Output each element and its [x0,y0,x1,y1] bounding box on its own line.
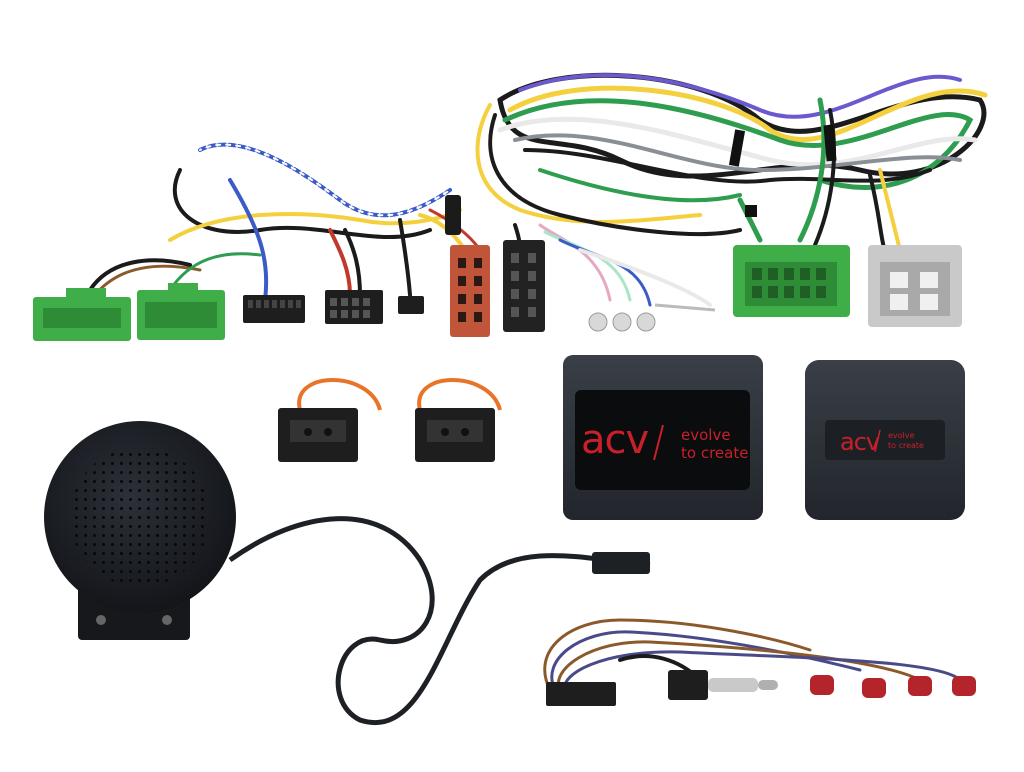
module-large-logo: acv [581,417,649,463]
connector-grey [868,245,962,327]
connector-green-large [733,245,850,317]
orange-loop-connector-1 [278,378,382,462]
orange-loop-connector-2 [415,378,502,462]
connector-black-small [398,296,424,314]
rca-harness [543,618,962,692]
module-small-logo: acv [840,428,880,456]
module-small-tagline-line1: evolve [888,431,915,440]
module-large-tagline-line2: to create [681,444,749,462]
connector-harness-black [546,682,616,706]
jack-plug [668,670,778,700]
rca-terminals [810,675,976,698]
module-large-tagline-line1: evolve [681,426,731,444]
module-small-tagline-line2: to create [888,441,924,450]
interface-module-large [563,355,763,520]
speaker [44,421,651,725]
ring-terminals [588,303,716,332]
connector-green-small-2 [137,283,225,340]
iso-connector-red [450,245,490,337]
iso-connector-black [503,240,545,332]
interface-module-small [805,360,965,520]
left-wiring [88,142,712,307]
connector-black-16pin [243,295,305,323]
wiring-harness-bundle [475,72,988,254]
connector-black-12pin [325,290,383,324]
connector-green-small-1 [33,288,131,341]
